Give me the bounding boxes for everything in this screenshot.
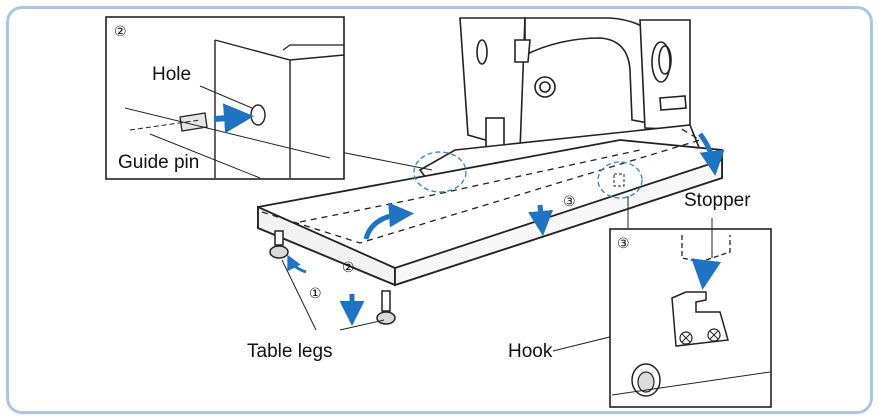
inset-stopper-hook: ③ bbox=[609, 218, 772, 408]
guide-pin-label: Guide pin bbox=[118, 152, 199, 173]
movement-arrows bbox=[287, 132, 725, 326]
arrow-press-3 bbox=[528, 204, 554, 236]
stopper-mark bbox=[613, 173, 625, 187]
step-3-marker: ③ bbox=[563, 193, 576, 209]
table-legs bbox=[269, 230, 396, 325]
step-1-marker: ① bbox=[309, 285, 322, 301]
inset-step-2-marker: ② bbox=[114, 23, 127, 39]
hook-label: Hook bbox=[508, 341, 553, 362]
stopper-label: Stopper bbox=[684, 190, 751, 211]
extension-table bbox=[257, 127, 723, 287]
table-leg-right bbox=[376, 290, 396, 325]
arrow-press-right bbox=[697, 132, 725, 176]
hole-label: Hole bbox=[152, 64, 191, 85]
arrow-leg-turn bbox=[287, 254, 307, 274]
stopper-detail-circle bbox=[597, 161, 643, 199]
guide-pin-detail-circle bbox=[413, 151, 467, 193]
table-leg-left bbox=[269, 230, 289, 259]
inset-step-3-marker: ③ bbox=[617, 235, 630, 251]
table-legs-label: Table legs bbox=[247, 341, 333, 362]
inset-guide-pin: ② Hole Guide pin bbox=[105, 16, 345, 180]
arrow-slide-2 bbox=[363, 202, 414, 240]
step-2-marker: ② bbox=[342, 259, 355, 275]
